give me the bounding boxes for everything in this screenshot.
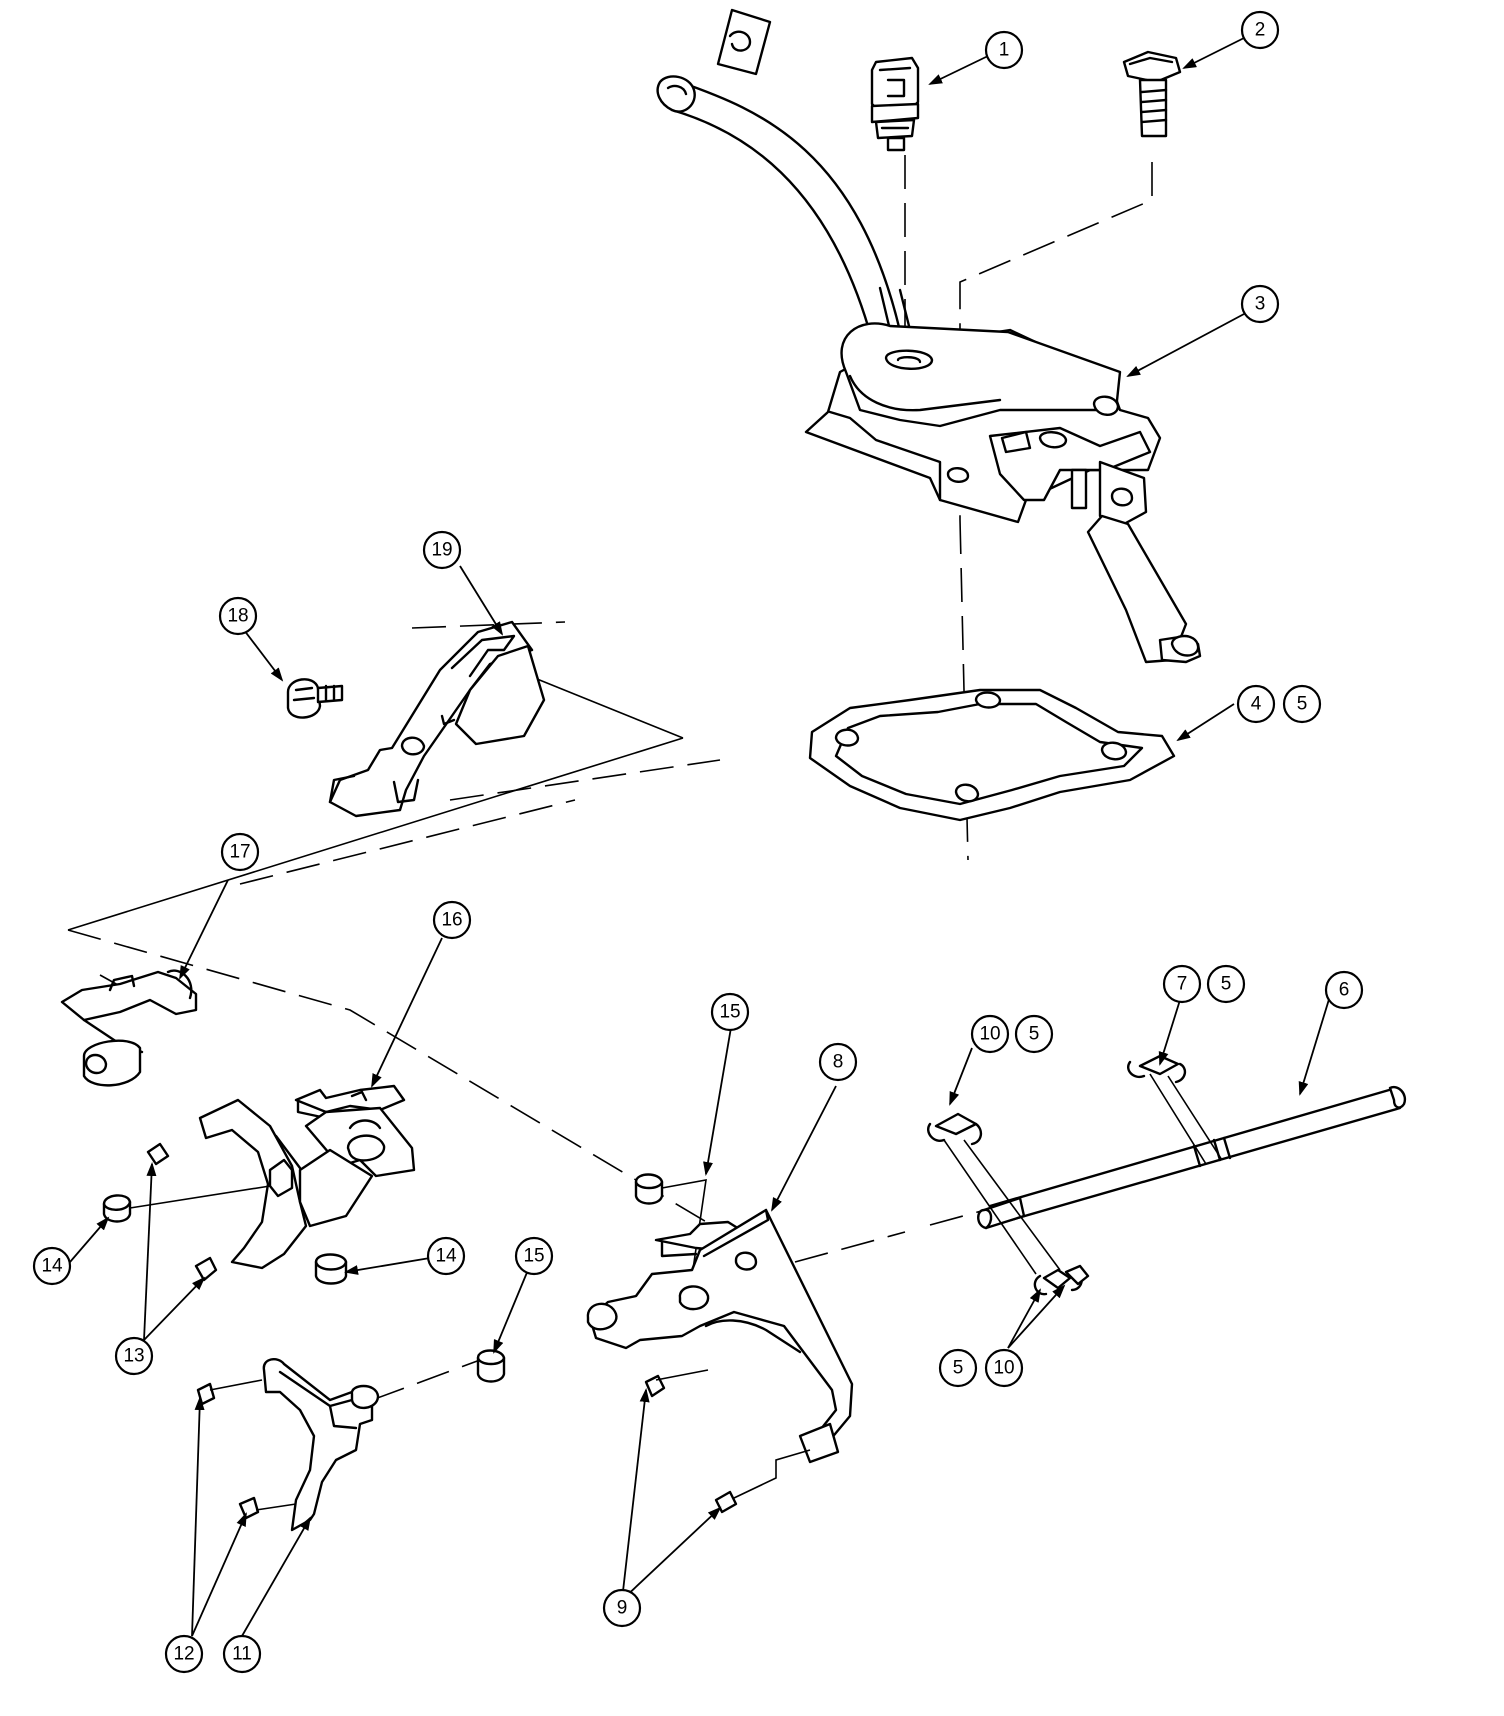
callout-label: 9 [617,1598,628,1619]
callout-label: 3 [1255,294,1266,315]
interlock-plate-part-19 [328,620,546,818]
callout-label: 8 [833,1052,844,1073]
callout-7: 7 [1162,964,1202,1004]
callout-19: 19 [422,530,462,570]
callout-11: 11 [222,1634,262,1674]
callout-label: 12 [173,1644,194,1665]
sensor-part-1 [870,56,920,152]
shift-fork-part-16 [198,1084,416,1270]
callout-5-clip-upper-right: 5 [1206,964,1246,1004]
shift-fork-part-8 [586,1208,854,1514]
callout-label: 6 [1339,980,1350,1001]
callout-13: 13 [114,1336,154,1376]
callout-15-upper: 15 [710,992,750,1032]
callout-label: 7 [1177,974,1188,995]
callout-6: 6 [1324,970,1364,1010]
callout-label: 14 [41,1256,63,1277]
callout-5-clip-lower: 5 [938,1348,978,1388]
callout-18: 18 [218,596,258,636]
callout-label: 16 [441,910,462,931]
callout-8: 8 [818,1042,858,1082]
shift-fork-part-11 [196,1358,380,1532]
callout-label: 5 [1297,694,1308,715]
callout-label: 14 [435,1246,457,1267]
callout-label: 10 [993,1358,1014,1379]
callout-label: 5 [953,1358,964,1379]
callout-label: 4 [1251,694,1262,715]
screw-part-18 [286,678,344,719]
roll-pins-part-15 [476,1173,707,1383]
shifter-housing-part-3 [804,322,1202,664]
callout-17: 17 [220,832,260,872]
callout-label: 10 [979,1024,1000,1045]
fork-shoes-part-13 [146,1142,218,1282]
callout-label: 19 [431,540,452,561]
pins-part-14 [102,1185,348,1285]
callout-10-lower: 10 [984,1348,1024,1388]
callout-label: 13 [123,1346,144,1367]
shift-rail-part-6 [977,1085,1407,1230]
callout-9: 9 [602,1588,642,1628]
callout-14-left: 14 [32,1246,72,1286]
callout-label: 11 [232,1644,252,1665]
bolt-part-2 [1122,50,1182,138]
callout-5-clip-upper: 5 [1014,1014,1054,1054]
callout-5-gasket: 5 [1282,684,1322,724]
callout-label: 1 [999,40,1010,61]
shift-lug-part-17 [60,969,198,1087]
callout-label: 2 [1255,20,1266,41]
leader-lines [69,37,1331,1637]
clips-part-7-10 [927,1054,1223,1296]
callout-label: 5 [1029,1024,1040,1045]
callout-10-upper: 10 [970,1014,1010,1054]
callout-15-lower: 15 [514,1236,554,1276]
callout-16: 16 [432,900,472,940]
callout-2: 2 [1240,10,1280,50]
callout-4: 4 [1236,684,1276,724]
callout-12: 12 [164,1634,204,1674]
callout-label: 15 [719,1002,740,1023]
callout-label: 17 [229,842,250,863]
callout-label: 5 [1221,974,1232,995]
callout-14-right: 14 [426,1236,466,1276]
gasket-part-4 [808,688,1176,822]
callout-label: 18 [227,606,248,627]
callout-3: 3 [1240,284,1280,324]
callout-label: 15 [523,1246,544,1267]
callout-1: 1 [984,30,1024,70]
vent-tube [656,8,912,342]
